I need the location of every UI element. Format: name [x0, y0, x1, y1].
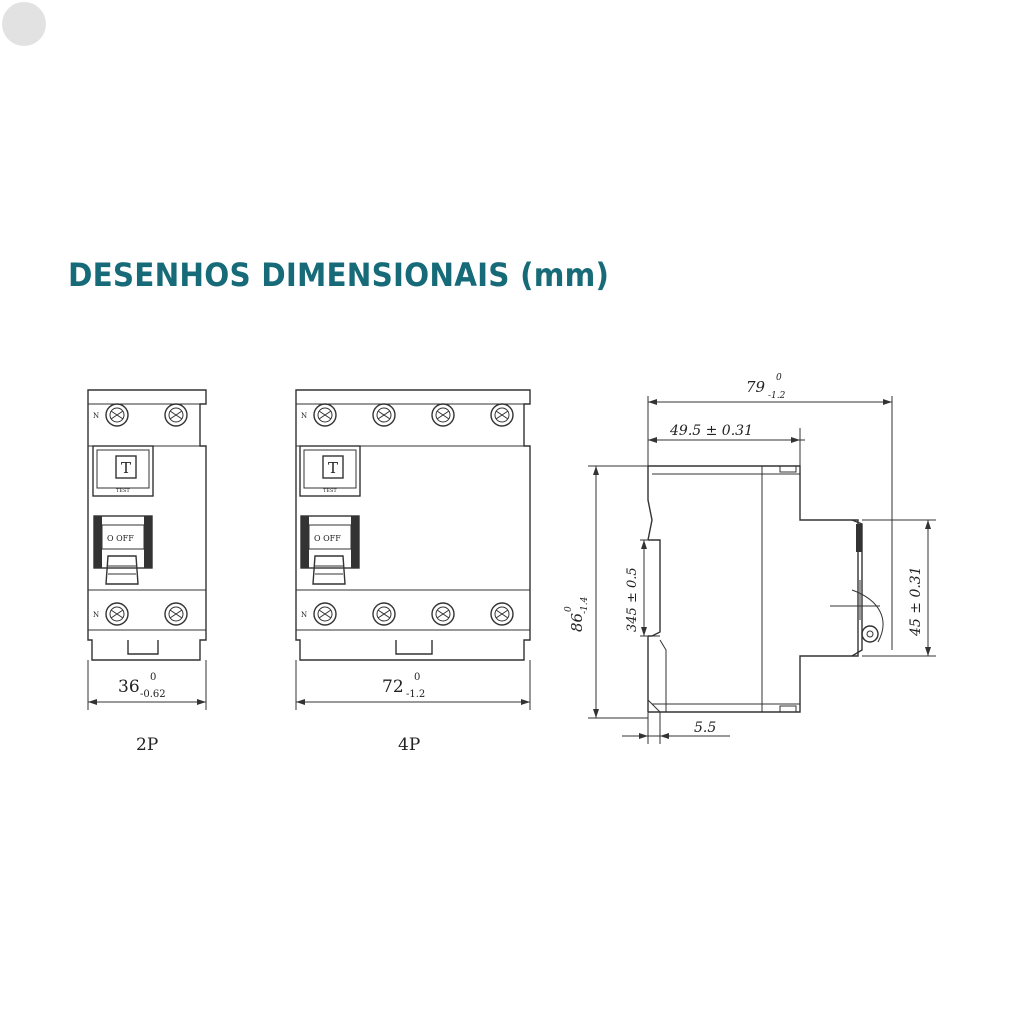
height-tol-upper: 0 — [564, 606, 574, 612]
width-value-4p: 72 — [382, 677, 404, 697]
width-tol-upper-2p: 0 — [150, 672, 156, 683]
width-tol-lower-4p: -1.2 — [406, 689, 425, 700]
height-value: 86 — [568, 612, 586, 632]
depth-tol-lower: -1.2 — [768, 391, 786, 401]
terminal-screw-icon — [313, 602, 337, 626]
lever-handle — [105, 555, 139, 585]
terminal-screw-icon — [372, 403, 396, 427]
terminal-screw-icon — [431, 403, 455, 427]
terminal-screw-icon — [431, 602, 455, 626]
width-value-2p: 36 — [118, 677, 140, 697]
terminal-screw-icon — [105, 602, 129, 626]
lever-handle — [312, 555, 346, 585]
test-button-text: TEST — [323, 488, 337, 494]
page-title: DESENHOS DIMENSIONAIS (mm) — [68, 256, 610, 294]
side-view: 79 0 -1.2 49.5 ± 0.31 86 0 -1.4 345 ± 0.… — [564, 373, 936, 744]
caption-2p: 2P — [136, 735, 158, 755]
test-button-letter: T — [121, 459, 131, 477]
front-dim: 45 ± 0.31 — [908, 566, 924, 637]
lever-text: O OFF — [107, 534, 134, 543]
terminal-screw-icon — [490, 602, 514, 626]
terminal-screw-icon — [105, 403, 129, 427]
terminal-mark: N — [93, 611, 99, 619]
rail-dim: 345 ± 0.5 — [625, 567, 640, 632]
width-tol-lower-2p: -0.62 — [140, 689, 166, 700]
terminal-mark: N — [301, 611, 307, 619]
depth-value: 79 — [746, 378, 766, 396]
test-button — [322, 455, 344, 479]
offset-dim: 49.5 ± 0.31 — [669, 423, 753, 439]
lever-text: O OFF — [314, 534, 341, 543]
terminal-mark: N — [301, 412, 307, 420]
test-button-letter: T — [328, 459, 338, 477]
terminal-screw-icon — [490, 403, 514, 427]
terminal-mark: N — [93, 412, 99, 420]
height-tol-lower: -1.4 — [580, 596, 590, 614]
caption-4p: 4P — [398, 735, 420, 755]
terminal-screw-icon — [164, 602, 188, 626]
depth-tol-upper: 0 — [776, 373, 782, 383]
terminal-screw-icon — [313, 403, 337, 427]
four-pole-front-view: N T TEST O OFF N — [295, 389, 531, 755]
foot-dim: 5.5 — [694, 720, 716, 736]
terminal-screw-icon — [164, 403, 188, 427]
test-button — [115, 455, 137, 479]
two-pole-front-view: N T TEST O OFF N 36 0 — [87, 389, 207, 755]
test-button-text: TEST — [116, 488, 130, 494]
corner-dot — [2, 2, 46, 46]
width-tol-upper-4p: 0 — [414, 672, 420, 683]
terminal-screw-icon — [372, 602, 396, 626]
